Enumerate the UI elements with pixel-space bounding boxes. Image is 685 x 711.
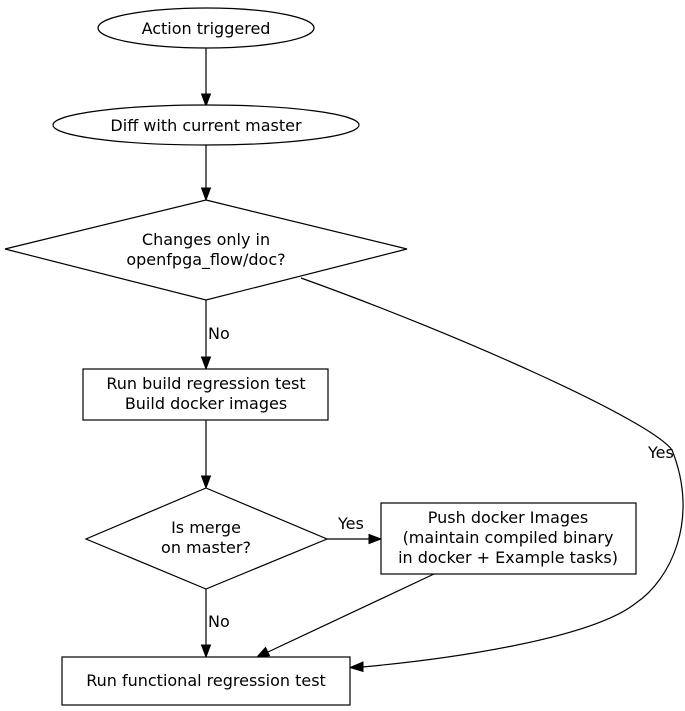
arrowhead [200,356,212,371]
functional-node: Run functional regression test [61,656,351,706]
arrowhead [200,187,212,202]
push-node-line3: in docker + Example tasks) [398,548,618,567]
arrowhead [200,475,212,490]
edge-changes-yes: Yes [300,277,684,673]
edge-start-to-diff [200,48,212,108]
push-node-line1: Push docker Images [428,508,588,527]
edge-changes-no: No [200,300,230,371]
edge-merge-no: No [200,589,230,659]
edge-label-changes-yes: Yes [647,443,674,462]
arrowhead [200,644,212,659]
merge-decision-line1: Is merge [171,518,241,537]
merge-decision-line2: on master? [161,538,251,557]
start-node-label: Action triggered [142,19,271,38]
changes-decision-line2: openfpga_flow/doc? [126,250,285,270]
edge-build-to-merge-decision [200,420,212,490]
edge-push-to-functional [255,573,435,658]
diff-node-label: Diff with current master [110,116,302,135]
arrowhead [200,93,212,108]
functional-node-label: Run functional regression test [86,671,326,690]
edge-label-merge-no: No [208,612,230,631]
build-node-line1: Run build regression test [106,374,305,393]
diff-node: Diff with current master [52,104,360,146]
merge-decision-node: Is merge on master? [84,487,329,590]
arrowhead [255,646,271,658]
edge-label-changes-no: No [208,324,230,343]
arrowhead [368,533,383,545]
build-node-line2: Build docker images [125,394,287,413]
push-node: Push docker Images (maintain compiled bi… [380,502,637,575]
start-node: Action triggered [97,7,315,49]
changes-decision-line1: Changes only in [142,230,270,249]
changes-decision-node: Changes only in openfpga_flow/doc? [4,199,408,301]
edge-diff-to-changes-decision [200,145,212,202]
edge-label-merge-yes: Yes [337,514,364,533]
edge-merge-yes: Yes [327,514,383,545]
build-node: Run build regression test Build docker i… [82,368,329,421]
arrowhead [348,661,364,673]
push-node-line2: (maintain compiled binary [403,528,614,547]
